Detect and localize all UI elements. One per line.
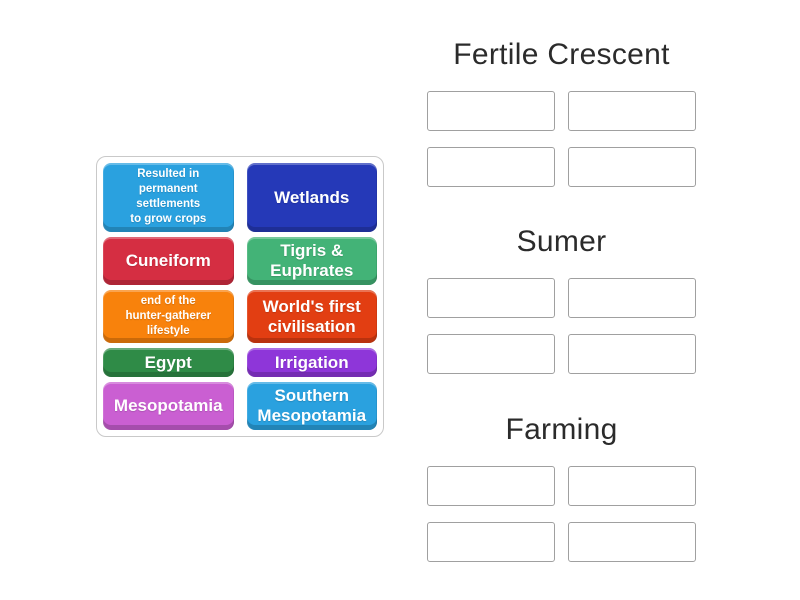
- drop-slot-farming-3[interactable]: [427, 522, 555, 562]
- tile-label: end of the hunter-gatherer lifestyle: [125, 295, 212, 338]
- group-title-farming: Farming: [505, 413, 618, 446]
- slot-grid-fertile-crescent: [427, 91, 696, 187]
- drop-slot-sumer-2[interactable]: [568, 278, 696, 318]
- slot-grid-sumer: [427, 278, 696, 374]
- tile-resulted-in-permanent-settlements-to-grow-crops[interactable]: Resulted in permanent settlements to gro…: [103, 163, 234, 232]
- tile-label: World's first civilisation: [262, 297, 361, 336]
- tile-end-of-the-hunter-gatherer-lifestyle[interactable]: end of the hunter-gatherer lifestyle: [103, 289, 234, 344]
- drop-slot-fertile-crescent-4[interactable]: [568, 147, 696, 187]
- tile-irrigation[interactable]: Irrigation: [246, 348, 377, 377]
- drop-slot-sumer-4[interactable]: [568, 334, 696, 374]
- group-fertile-crescent: Fertile Crescent: [427, 38, 696, 187]
- tile-world-s-first-civilisation[interactable]: World's first civilisation: [246, 289, 377, 344]
- drop-slot-fertile-crescent-2[interactable]: [568, 91, 696, 131]
- group-title-fertile-crescent: Fertile Crescent: [453, 38, 670, 71]
- slot-grid-farming: [427, 466, 696, 562]
- drop-slot-farming-2[interactable]: [568, 466, 696, 506]
- group-sumer: Sumer: [427, 225, 696, 374]
- tile-tigris-euphrates[interactable]: Tigris & Euphrates: [246, 236, 377, 285]
- tile-egypt[interactable]: Egypt: [103, 348, 234, 377]
- tile-wetlands[interactable]: Wetlands: [246, 163, 377, 232]
- tile-label: Irrigation: [274, 352, 349, 372]
- tile-mesopotamia[interactable]: Mesopotamia: [103, 381, 234, 430]
- tile-label: Mesopotamia: [113, 396, 223, 416]
- drop-slot-sumer-1[interactable]: [427, 278, 555, 318]
- tile-label: Cuneiform: [125, 250, 211, 270]
- drop-slot-farming-4[interactable]: [568, 522, 696, 562]
- tile-label: Egypt: [144, 352, 192, 372]
- tile-panel: Resulted in permanent settlements to gro…: [96, 156, 384, 437]
- drop-slot-sumer-3[interactable]: [427, 334, 555, 374]
- tile-label: Wetlands: [274, 187, 350, 207]
- drop-slot-fertile-crescent-1[interactable]: [427, 91, 555, 131]
- drop-slot-fertile-crescent-3[interactable]: [427, 147, 555, 187]
- tile-label: Southern Mesopotamia: [257, 386, 367, 425]
- tile-cuneiform[interactable]: Cuneiform: [103, 236, 234, 285]
- group-farming: Farming: [427, 413, 696, 562]
- tile-label: Resulted in permanent settlements to gro…: [130, 168, 207, 226]
- tile-label: Tigris & Euphrates: [270, 241, 354, 280]
- group-title-sumer: Sumer: [516, 225, 607, 258]
- drop-slot-farming-1[interactable]: [427, 466, 555, 506]
- tile-southern-mesopotamia[interactable]: Southern Mesopotamia: [246, 381, 377, 430]
